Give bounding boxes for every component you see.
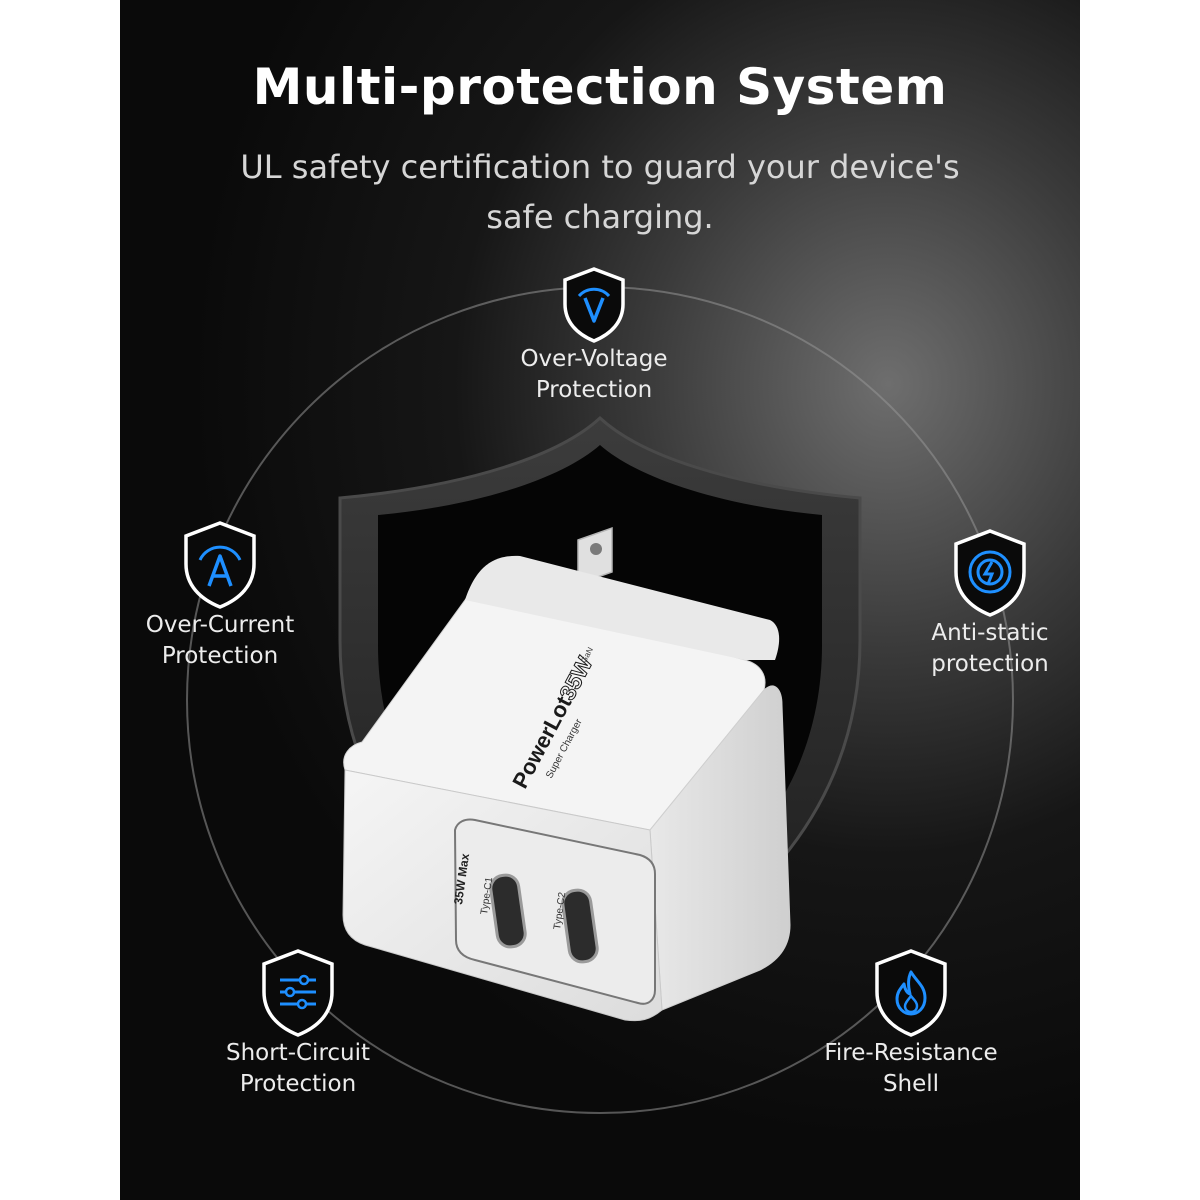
feature-anti-static: Anti-static protection xyxy=(890,528,1090,680)
port-label-c2: Type-C2 xyxy=(552,891,568,930)
static-shield-icon xyxy=(954,529,1026,617)
feature-label: Fire-Resistance Shell xyxy=(824,1040,998,1097)
feature-label: Short-Circuit Protection xyxy=(225,1040,371,1097)
fire-shield-icon xyxy=(875,949,947,1037)
page-subtitle: UL safety certification to guard your de… xyxy=(240,148,960,236)
usb-c-port-1 xyxy=(489,873,527,949)
feature-label: Anti-static protection xyxy=(931,620,1049,677)
voltage-shield-icon xyxy=(563,267,625,343)
feature-label: Over-Current Protection xyxy=(145,612,295,669)
feature-over-voltage: Over-Voltage Protection xyxy=(484,266,704,406)
current-shield-icon xyxy=(184,521,256,609)
usb-c-port-2 xyxy=(561,888,599,964)
port-label-c1: Type-C1 xyxy=(479,876,495,915)
feature-over-current: Over-Current Protection xyxy=(120,520,320,672)
circuit-shield-icon xyxy=(262,949,334,1037)
feature-label: Over-Voltage Protection xyxy=(520,346,668,403)
charger-body xyxy=(342,526,791,1022)
page-title: Multi-protection System xyxy=(252,58,948,116)
feature-fire-resistance: Fire-Resistance Shell xyxy=(806,948,1016,1100)
feature-short-circuit: Short-Circuit Protection xyxy=(198,948,398,1100)
